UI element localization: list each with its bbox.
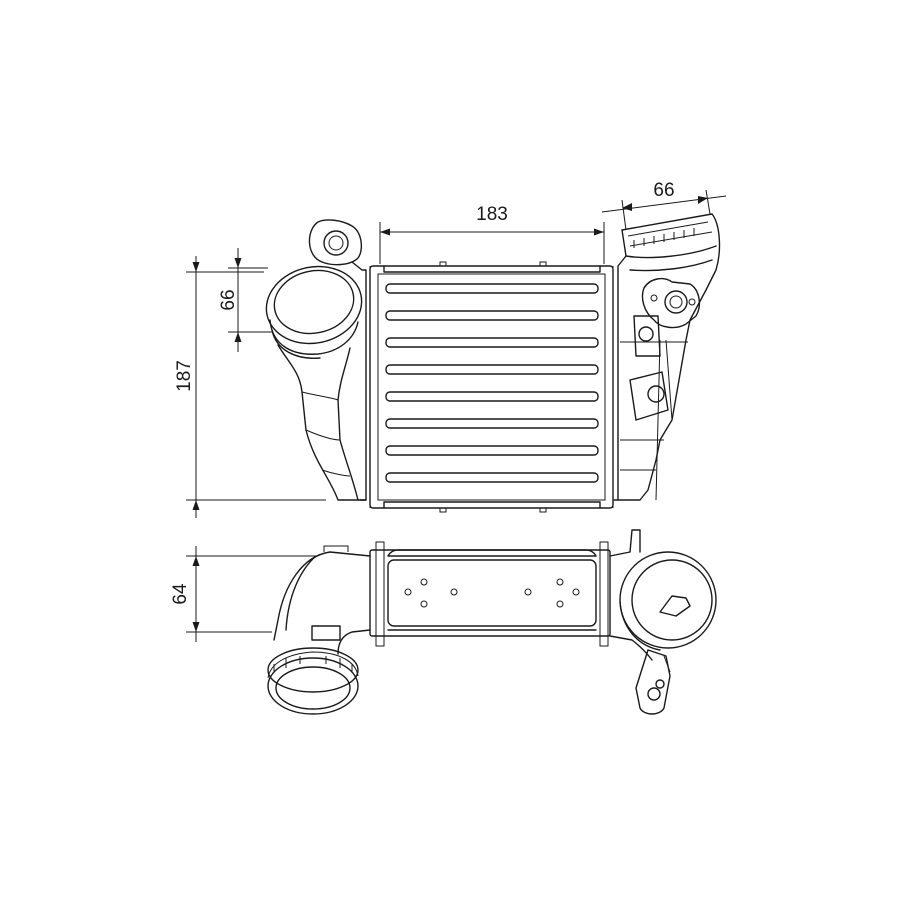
top-view: 64 [170, 529, 717, 715]
core-inner-frame [377, 273, 606, 501]
dimension-label-64: 64 [170, 583, 191, 605]
dimension-label-183: 183 [476, 204, 508, 225]
dimension-label-66-outlet: 66 [653, 180, 674, 201]
dimension-187: 187 [174, 256, 326, 518]
inlet-ring [267, 657, 359, 715]
outlet-round [609, 529, 717, 715]
cooling-tubes [385, 283, 599, 483]
inlet-pipe-left [265, 219, 367, 501]
dimension-64: 64 [170, 546, 316, 642]
mounting-holes [404, 578, 580, 608]
inlet-elbow [267, 545, 371, 715]
core-side [369, 549, 611, 637]
dimension-label-66-inlet: 66 [218, 289, 239, 310]
front-view: 183 66 66 187 [174, 180, 727, 518]
dimension-label-187: 187 [174, 360, 195, 392]
outlet-pipe-right [613, 213, 721, 501]
inlet-opening [265, 265, 363, 345]
dimension-66-inlet: 66 [218, 248, 272, 352]
dimension-66-outlet: 66 [601, 180, 727, 231]
core-frame [369, 265, 614, 509]
dimension-183: 183 [379, 204, 605, 264]
